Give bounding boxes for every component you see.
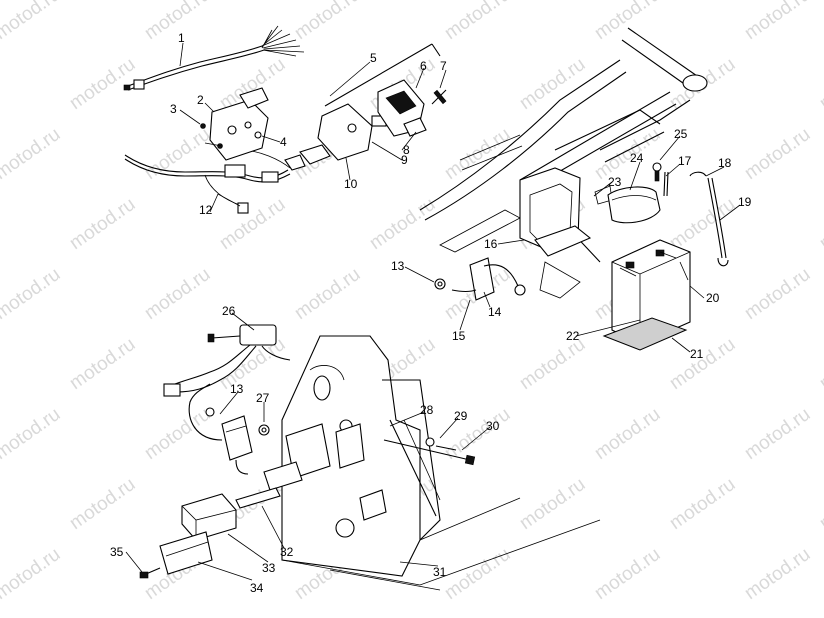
callout-29: 29	[454, 409, 468, 423]
watermark-text: motod.ru	[741, 404, 814, 464]
watermark-text: motod.ru	[816, 194, 824, 254]
watermark-text: motod.ru	[591, 404, 664, 464]
watermark-text: motod.ru	[741, 264, 814, 324]
watermark-text: motod.ru	[141, 124, 214, 184]
callout-34: 34	[250, 581, 264, 595]
watermark-text: motod.ru	[516, 474, 589, 534]
callout-24: 24	[630, 151, 644, 165]
watermark-text: motod.ru	[141, 264, 214, 324]
bolt-set	[335, 419, 476, 469]
battery-strap-hardware	[652, 162, 729, 267]
callout-7: 7	[440, 59, 447, 73]
callout-27: 27	[256, 391, 270, 405]
watermark-text: motod.ru	[0, 0, 64, 44]
watermark-text: motod.ru	[141, 404, 214, 464]
battery-box-bracket	[519, 167, 613, 299]
watermark-text: motod.ru	[816, 334, 824, 394]
callout-13-left: 13	[230, 382, 244, 396]
callout-35: 35	[110, 545, 124, 559]
callout-3: 3	[170, 102, 177, 116]
watermark-text: motod.ru	[591, 544, 664, 604]
watermark-text: motod.ru	[0, 544, 64, 604]
watermark-text: motod.ru	[291, 0, 364, 44]
callout-10: 10	[344, 177, 358, 191]
callout-26: 26	[222, 304, 236, 318]
watermark-text: motod.ru	[441, 0, 514, 44]
callout-23: 23	[608, 175, 622, 189]
watermark-text: motod.ru	[0, 264, 64, 324]
watermark-text: motod.ru	[741, 124, 814, 184]
callout-16: 16	[484, 237, 498, 251]
callout-6: 6	[420, 59, 427, 73]
watermark-text: motod.ru	[441, 544, 514, 604]
callout-15: 15	[452, 329, 466, 343]
watermark-text: motod.ru	[741, 544, 814, 604]
watermark-text: motod.ru	[666, 194, 739, 254]
callout-31: 31	[433, 565, 447, 579]
callout-4: 4	[280, 135, 287, 149]
watermark-text: motod.ru	[666, 334, 739, 394]
callout-17: 17	[678, 154, 692, 168]
callout-33: 33	[262, 561, 276, 575]
watermark-text: motod.ru	[66, 54, 139, 114]
watermark-text: motod.ru	[816, 54, 824, 114]
watermark-text: motod.ru	[591, 0, 664, 44]
callout-28: 28	[420, 403, 434, 417]
watermark-text: motod.ru	[216, 194, 289, 254]
callout-12: 12	[199, 203, 213, 217]
watermark-text: motod.ru	[816, 474, 824, 534]
callout-30: 30	[486, 419, 500, 433]
rectifier-harness	[163, 324, 291, 397]
watermark-text: motod.ru	[366, 194, 439, 254]
callout-14: 14	[488, 305, 502, 319]
watermark-text: motod.ru	[441, 404, 514, 464]
callout-18: 18	[718, 156, 732, 170]
battery-cover	[607, 186, 661, 224]
callout-25: 25	[674, 127, 688, 141]
callout-22: 22	[566, 329, 580, 343]
watermark-text: motod.ru	[591, 124, 664, 184]
callout-20: 20	[706, 291, 720, 305]
callout-32: 32	[280, 545, 294, 559]
callout-19: 19	[738, 195, 752, 209]
callout-8: 8	[403, 143, 410, 157]
callout-2: 2	[197, 93, 204, 107]
watermark-text: motod.ru	[66, 474, 139, 534]
callout-1: 1	[178, 31, 185, 45]
callout-5: 5	[370, 51, 377, 65]
watermark-text: motod.ru	[66, 194, 139, 254]
ignition-coil-right	[434, 257, 526, 301]
watermark-text: motod.ru	[0, 404, 64, 464]
tail-light-assembly	[284, 43, 447, 171]
callout-21: 21	[690, 347, 704, 361]
harness-lower-wire	[124, 149, 291, 214]
wiring-harness	[123, 25, 305, 91]
watermark-text: motod.ru	[666, 474, 739, 534]
leader-lines	[125, 42, 741, 581]
mounting-bracket	[200, 87, 269, 161]
battery	[602, 239, 691, 351]
watermark-text: motod.ru	[291, 264, 364, 324]
watermark-text: motod.ru	[741, 0, 814, 44]
watermark-text: motod.ru	[441, 124, 514, 184]
callout-labels: 1 2 3 4 5 6 7 8 9 10 12 13 13 14 15 16 1…	[110, 31, 752, 595]
callout-9: 9	[401, 153, 408, 167]
callout-13-right: 13	[391, 259, 405, 273]
watermark-text: motod.ru	[0, 124, 64, 184]
watermark-text: motod.ru	[66, 334, 139, 394]
ignition-coil-left	[188, 383, 270, 475]
cdi-module	[139, 487, 281, 579]
